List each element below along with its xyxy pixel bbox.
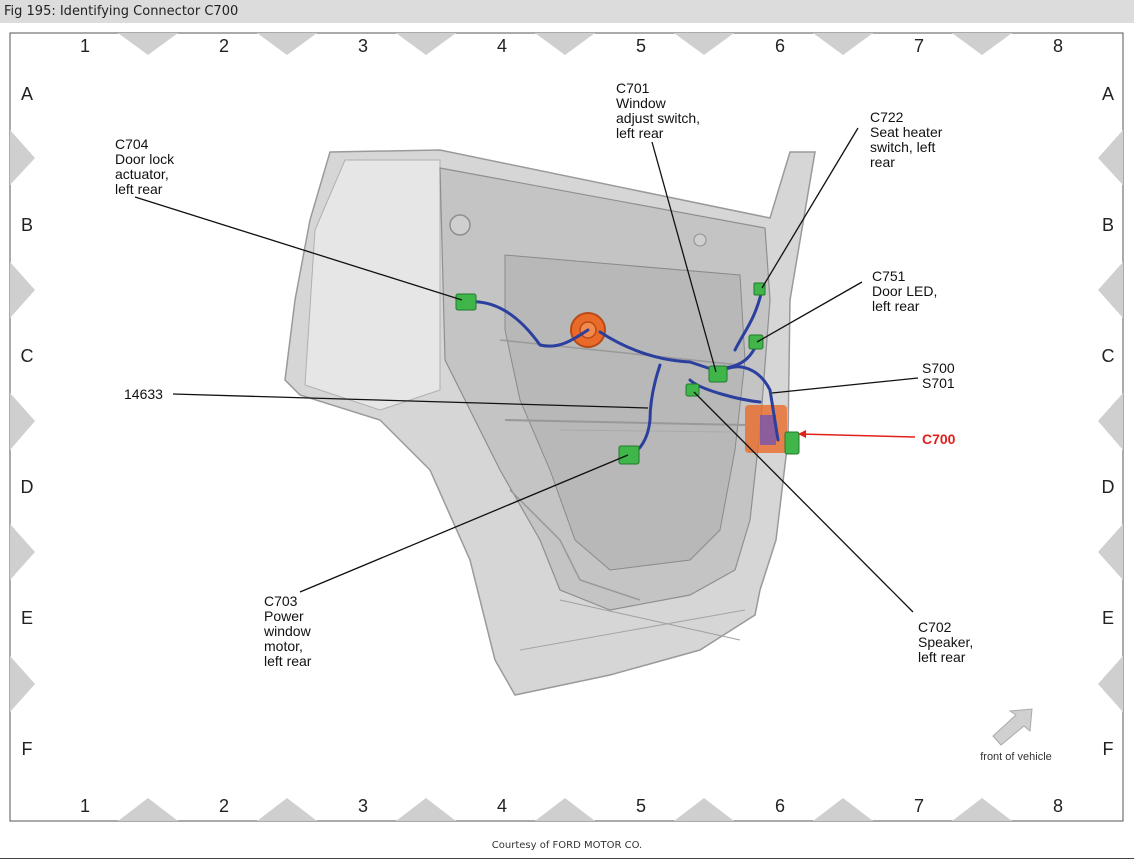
grid-col-6-bottom: 6 (775, 796, 785, 816)
c722-leader (761, 127, 859, 289)
c704-leader (134, 196, 463, 301)
c700-arrowhead (798, 430, 806, 438)
c704-label-1: C704 (115, 136, 149, 152)
grid-row-d-right: D (1102, 477, 1115, 497)
grid-col-4-top: 4 (497, 36, 507, 56)
c703-label-3: window (263, 623, 312, 639)
s700-label-2: S701 (922, 375, 955, 391)
front-of-vehicle-label: front of vehicle (980, 751, 1052, 763)
c722-label-2: Seat heater (870, 124, 943, 140)
grid-col-2-bottom: 2 (219, 796, 229, 816)
c722-label-1: C722 (870, 109, 904, 125)
s700-leader (771, 377, 919, 394)
callout-c702: C702 Speaker, left rear (918, 619, 973, 665)
grid-col-4-bottom: 4 (497, 796, 507, 816)
c703-label-5: left rear (264, 653, 312, 669)
c700-leader (799, 433, 916, 438)
grid-col-2-top: 2 (219, 36, 229, 56)
c702-label-2: Speaker, (918, 634, 973, 650)
grid-row-d-left: D (21, 477, 34, 497)
c751-label-2: Door LED, (872, 283, 937, 299)
c701-connector (708, 365, 728, 383)
callout-s700: S700 S701 (922, 360, 955, 391)
grid-col-8-top: 8 (1053, 36, 1063, 56)
c700-housing (745, 405, 787, 453)
grid-row-b-right: B (1102, 215, 1114, 235)
figure-title-bar: Fig 195: Identifying Connector C700 (0, 0, 1134, 23)
front-of-vehicle-indicator: front of vehicle (980, 708, 1052, 763)
c702-label-1: C702 (918, 619, 952, 635)
courtesy-credit: Courtesy of FORD MOTOR CO. (491, 840, 643, 851)
callout-c751: C751 Door LED, left rear (872, 268, 937, 314)
c751-label-3: left rear (872, 298, 920, 314)
grid-col-1-bottom: 1 (80, 796, 90, 816)
c704-connector (455, 293, 477, 311)
grid-col-7-top: 7 (914, 36, 924, 56)
c722-connector (753, 282, 766, 296)
grid-row-e-left: E (21, 608, 33, 628)
c702-leader (693, 391, 914, 613)
grid-col-7-bottom: 7 (914, 796, 924, 816)
grid-row-b-left: B (21, 215, 33, 235)
callout-c701: C701 Window adjust switch, left rear (616, 80, 700, 141)
harness-14633-label: 14633 (124, 386, 163, 402)
grid-col-3-bottom: 3 (358, 796, 368, 816)
c704-label-2: Door lock (115, 151, 175, 167)
c751-leader (756, 281, 863, 343)
c704-label-4: left rear (115, 181, 163, 197)
c702-label-3: left rear (918, 649, 966, 665)
callout-c722: C722 Seat heater switch, left rear (870, 109, 943, 170)
leader-lines (134, 127, 919, 613)
grid-col-8-bottom: 8 (1053, 796, 1063, 816)
grid-col-1-top: 1 (80, 36, 90, 56)
grid-col-3-top: 3 (358, 36, 368, 56)
c703-label-1: C703 (264, 593, 298, 609)
c703-connector (618, 445, 640, 465)
arrow-icon (992, 708, 1033, 746)
grid-col-5-top: 5 (636, 36, 646, 56)
callout-c704: C704 Door lock actuator, left rear (115, 136, 175, 197)
figure-title: Fig 195: Identifying Connector C700 (4, 4, 239, 19)
grid-row-a-right: A (1102, 84, 1114, 104)
c700-label: C700 (922, 431, 956, 447)
c703-label-2: Power (264, 608, 304, 624)
callout-c703: C703 Power window motor, left rear (263, 593, 312, 669)
c703-leader (299, 454, 629, 593)
c751-connector (748, 334, 764, 350)
c704-label-3: actuator, (115, 166, 169, 182)
grid-row-e-right: E (1102, 608, 1114, 628)
c701-label-4: left rear (616, 125, 664, 141)
grid-col-6-top: 6 (775, 36, 785, 56)
grid-row-f-right: F (1103, 739, 1114, 759)
c701-label-1: C701 (616, 80, 650, 96)
c701-label-2: Window (616, 95, 667, 111)
grid-row-a-left: A (21, 84, 33, 104)
c700-connector (784, 431, 800, 455)
grid-row-c-right: C (1102, 346, 1115, 366)
footer-divider (0, 858, 1134, 859)
grid-col-5-bottom: 5 (636, 796, 646, 816)
grid-row-c-left: C (21, 346, 34, 366)
c701-leader (651, 141, 717, 373)
grid-row-f-left: F (22, 739, 33, 759)
harness-14633-leader (172, 393, 649, 409)
grid-markers (10, 33, 1123, 821)
c722-label-4: rear (870, 154, 895, 170)
c751-label-1: C751 (872, 268, 906, 284)
c722-label-3: switch, left (870, 139, 935, 155)
s700-label-1: S700 (922, 360, 955, 376)
c701-label-3: adjust switch, (616, 110, 700, 126)
c703-label-4: motor, (264, 638, 303, 654)
